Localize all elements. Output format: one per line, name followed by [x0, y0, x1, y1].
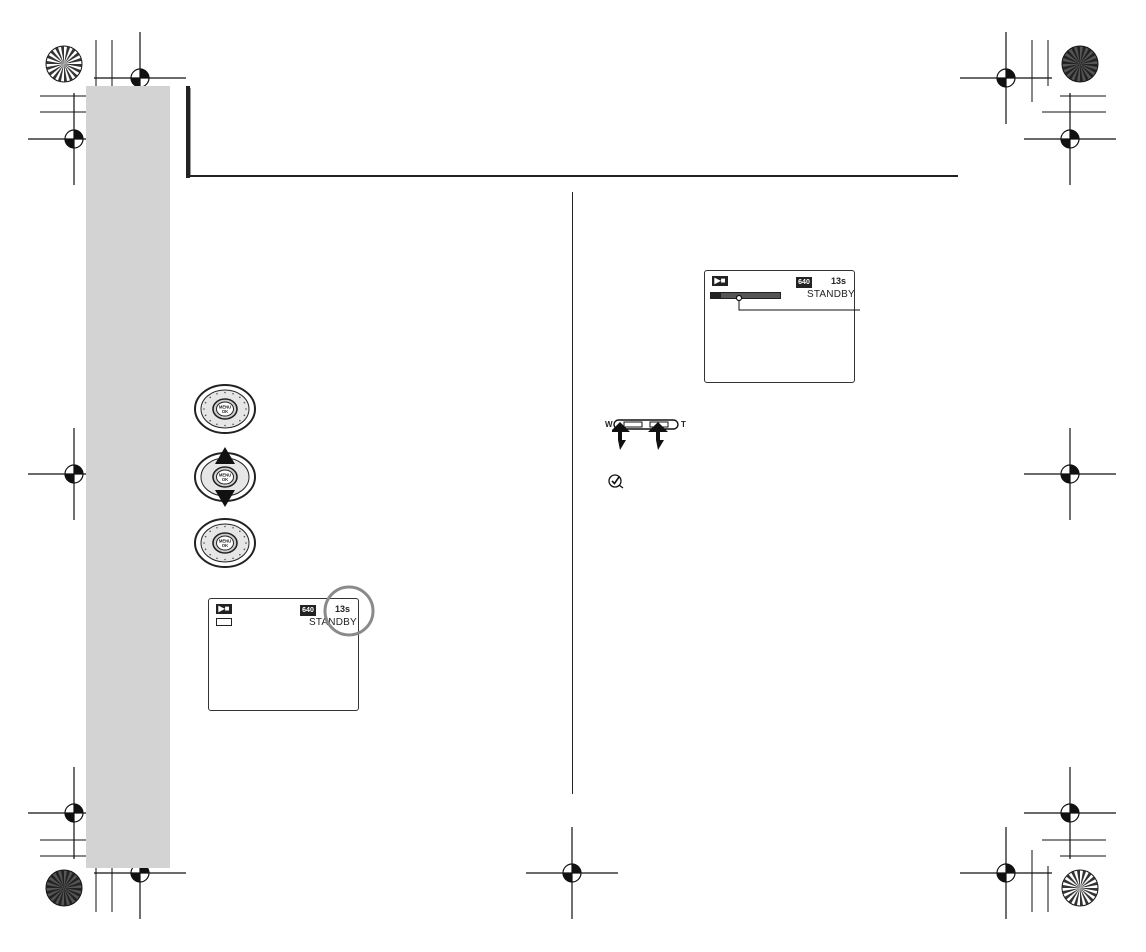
control-dial-2-up-down: MENU OK [194, 447, 256, 507]
lcd-screen-right: ▶■ 640 13s STANDBY [704, 270, 855, 383]
zoom-bar-callout [735, 294, 860, 311]
standby-status: STANDBY [807, 289, 855, 300]
image-size-badge: 640 [796, 277, 812, 288]
svg-text:MENU: MENU [219, 405, 231, 410]
zoom-switch-icon [612, 419, 679, 450]
side-tab-band [86, 86, 170, 868]
down-arrow-icon [215, 490, 235, 507]
title-accent-bar [186, 86, 190, 178]
control-dial-3: MENU OK [194, 518, 256, 568]
check-memo-icon [608, 474, 624, 489]
svg-text:MENU: MENU [219, 473, 231, 478]
up-arrow-icon [215, 447, 235, 464]
lcd-screen-left: ▶■ 640 13s STANDBY [208, 598, 359, 711]
registration-sunburst [1061, 869, 1099, 907]
svg-text:OK: OK [222, 477, 228, 482]
battery-icon [216, 618, 232, 626]
zoom-wide-label: W [605, 420, 613, 429]
recording-time: 13s [831, 276, 847, 286]
zoom-bar-wide-end [710, 292, 721, 299]
title-rule [186, 175, 958, 177]
registration-sunburst [45, 869, 83, 907]
svg-text:OK: OK [222, 409, 228, 414]
movie-mode-icon: ▶■ [216, 604, 232, 614]
svg-text:OK: OK [222, 543, 228, 548]
highlight-circle [323, 585, 375, 637]
svg-text:MENU: MENU [219, 539, 231, 544]
recording-time: 13s [335, 604, 351, 614]
registration-sunburst [45, 45, 83, 83]
image-size-badge: 640 [300, 605, 316, 616]
column-divider [572, 192, 573, 794]
control-dial-1: MENU OK [194, 384, 256, 434]
zoom-tele-label: T [681, 420, 686, 429]
registration-sunburst [1061, 45, 1099, 83]
title-accent-line [190, 88, 191, 176]
standby-status: STANDBY [309, 617, 357, 628]
movie-mode-icon: ▶■ [712, 276, 728, 286]
